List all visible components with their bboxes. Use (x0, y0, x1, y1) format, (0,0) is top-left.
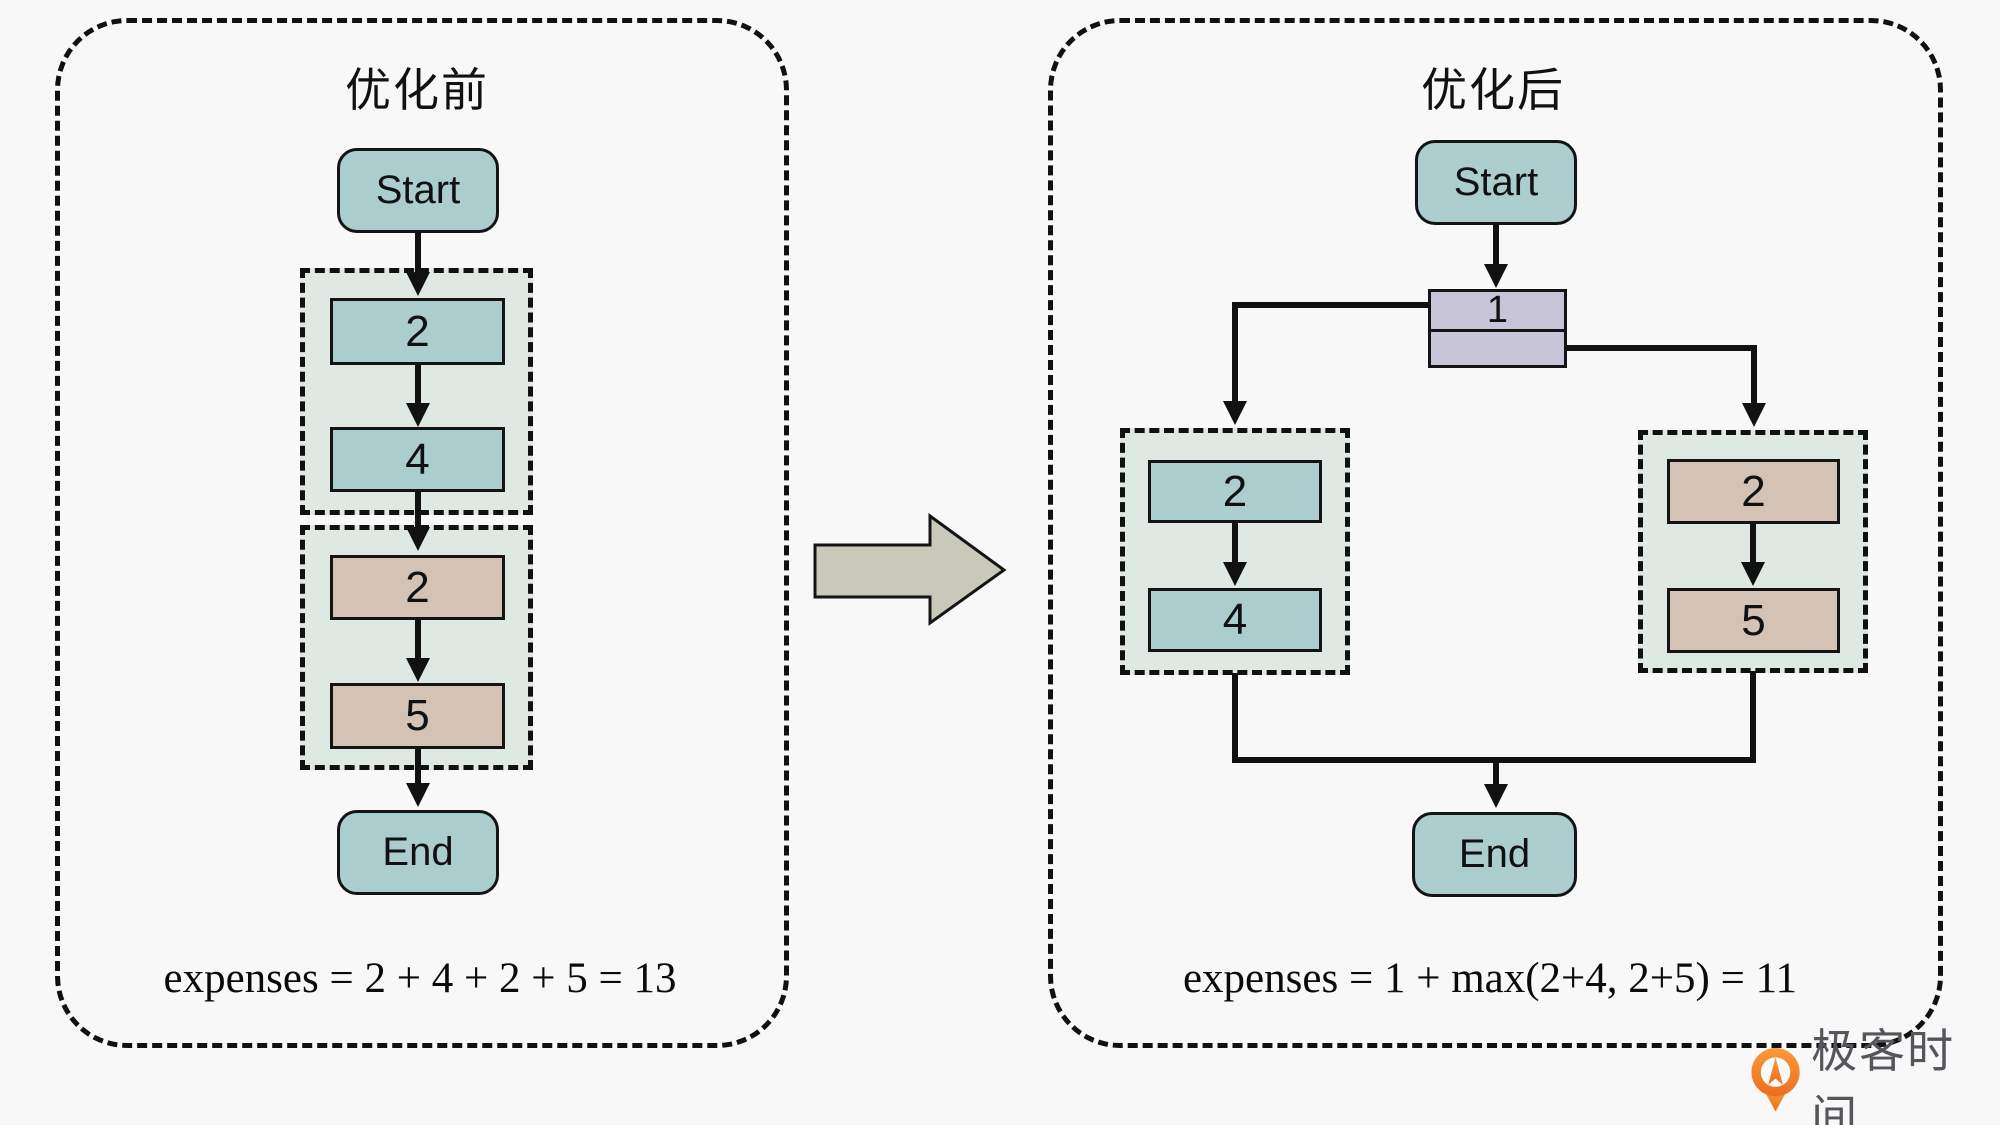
cost-box: 4 (330, 427, 505, 492)
transform-arrow (813, 513, 1007, 626)
cost-box: 5 (330, 683, 505, 749)
cost-box: 2 (330, 555, 505, 620)
cost-box: 5 (1667, 588, 1840, 653)
geektime-logo-icon (1751, 1048, 1800, 1112)
geektime-logo: 极客时间 (1748, 1025, 2000, 1125)
fork-join-box: 1 (1428, 289, 1567, 368)
end-node: End (1412, 812, 1577, 897)
panel-after (1048, 18, 1943, 1048)
panel-before-title: 优化前 (345, 64, 489, 116)
end-node: End (337, 810, 499, 895)
panel-after-title: 优化后 (1421, 64, 1565, 116)
fork-empty-row (1431, 332, 1564, 368)
expenses-formula-after: expenses = 1 + max(2+4, 2+5) = 11 (1182, 955, 1798, 1002)
start-node: Start (1415, 140, 1577, 225)
start-node: Start (337, 148, 499, 233)
panel-before (55, 18, 789, 1048)
fork-cost-label: 1 (1431, 289, 1564, 332)
cost-box: 2 (1148, 460, 1322, 523)
expenses-formula-before: expenses = 2 + 4 + 2 + 5 = 13 (163, 955, 677, 1002)
geektime-logo-text: 极客时间 (1811, 1025, 1956, 1125)
cost-box: 4 (1148, 588, 1322, 652)
cost-box: 2 (1667, 459, 1840, 524)
cost-box: 2 (330, 298, 505, 365)
